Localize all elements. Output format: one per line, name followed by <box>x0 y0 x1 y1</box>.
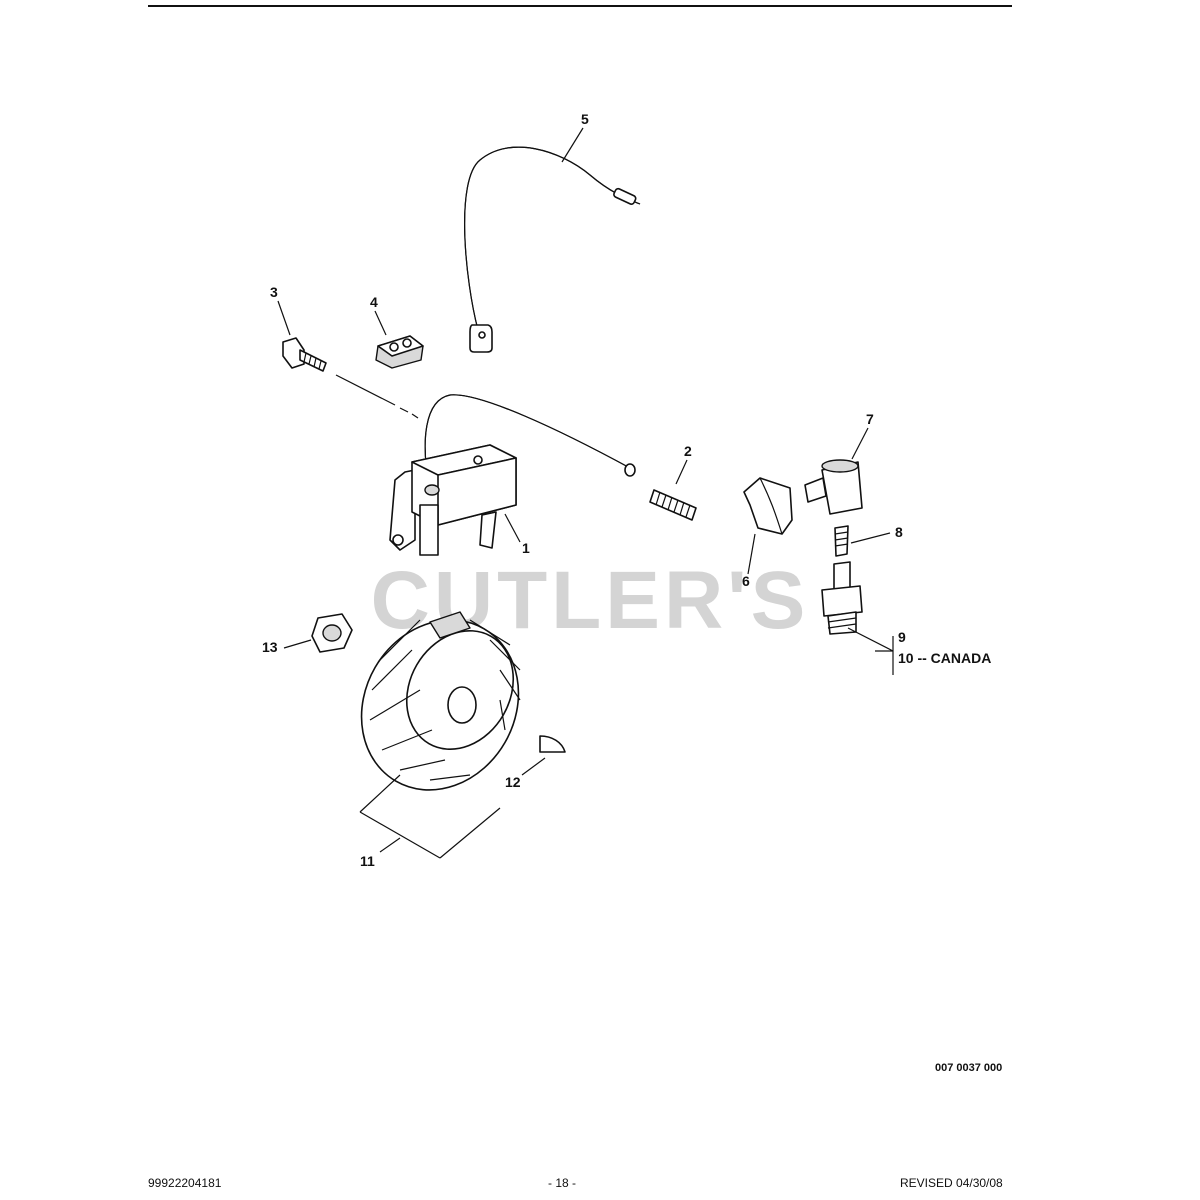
footer-part-number: 99922204181 <box>148 1176 222 1190</box>
woodruff-key-part <box>539 735 566 753</box>
callout-11: 11 <box>360 853 375 869</box>
callout-7: 7 <box>866 411 874 427</box>
footer-revised-date: REVISED 04/30/08 <box>900 1176 1003 1190</box>
callout-4: 4 <box>370 294 378 310</box>
callout-5: 5 <box>581 111 589 127</box>
callout-2: 2 <box>684 443 692 459</box>
flywheel-part <box>360 611 521 791</box>
callout-3: 3 <box>270 284 278 300</box>
callout-8: 8 <box>895 524 903 540</box>
ignition-coil-part <box>389 394 636 556</box>
top-rule <box>148 5 1012 7</box>
callout-12: 12 <box>505 774 521 790</box>
spark-plug-boot-part <box>804 459 863 515</box>
footer-page-number: - 18 - <box>548 1176 577 1190</box>
ignition-wire-part <box>464 146 641 353</box>
callout-1: 1 <box>522 540 530 556</box>
callout-13: 13 <box>262 639 278 655</box>
boot-cover-part <box>743 477 793 535</box>
callout-9: 9 <box>898 629 906 645</box>
flywheel-nut-part <box>311 613 353 653</box>
callout-6: 6 <box>742 573 750 589</box>
callout-10: 10 -- CANADA <box>898 650 991 666</box>
screw-part <box>282 337 327 372</box>
spring-sleeve-part <box>649 489 697 521</box>
leader-lines <box>277 127 894 859</box>
grommet-part <box>375 335 424 369</box>
spark-plug-part <box>821 561 863 635</box>
drawing-number: 007 0037 000 <box>935 1062 1003 1074</box>
terminal-spring-part <box>834 525 849 557</box>
